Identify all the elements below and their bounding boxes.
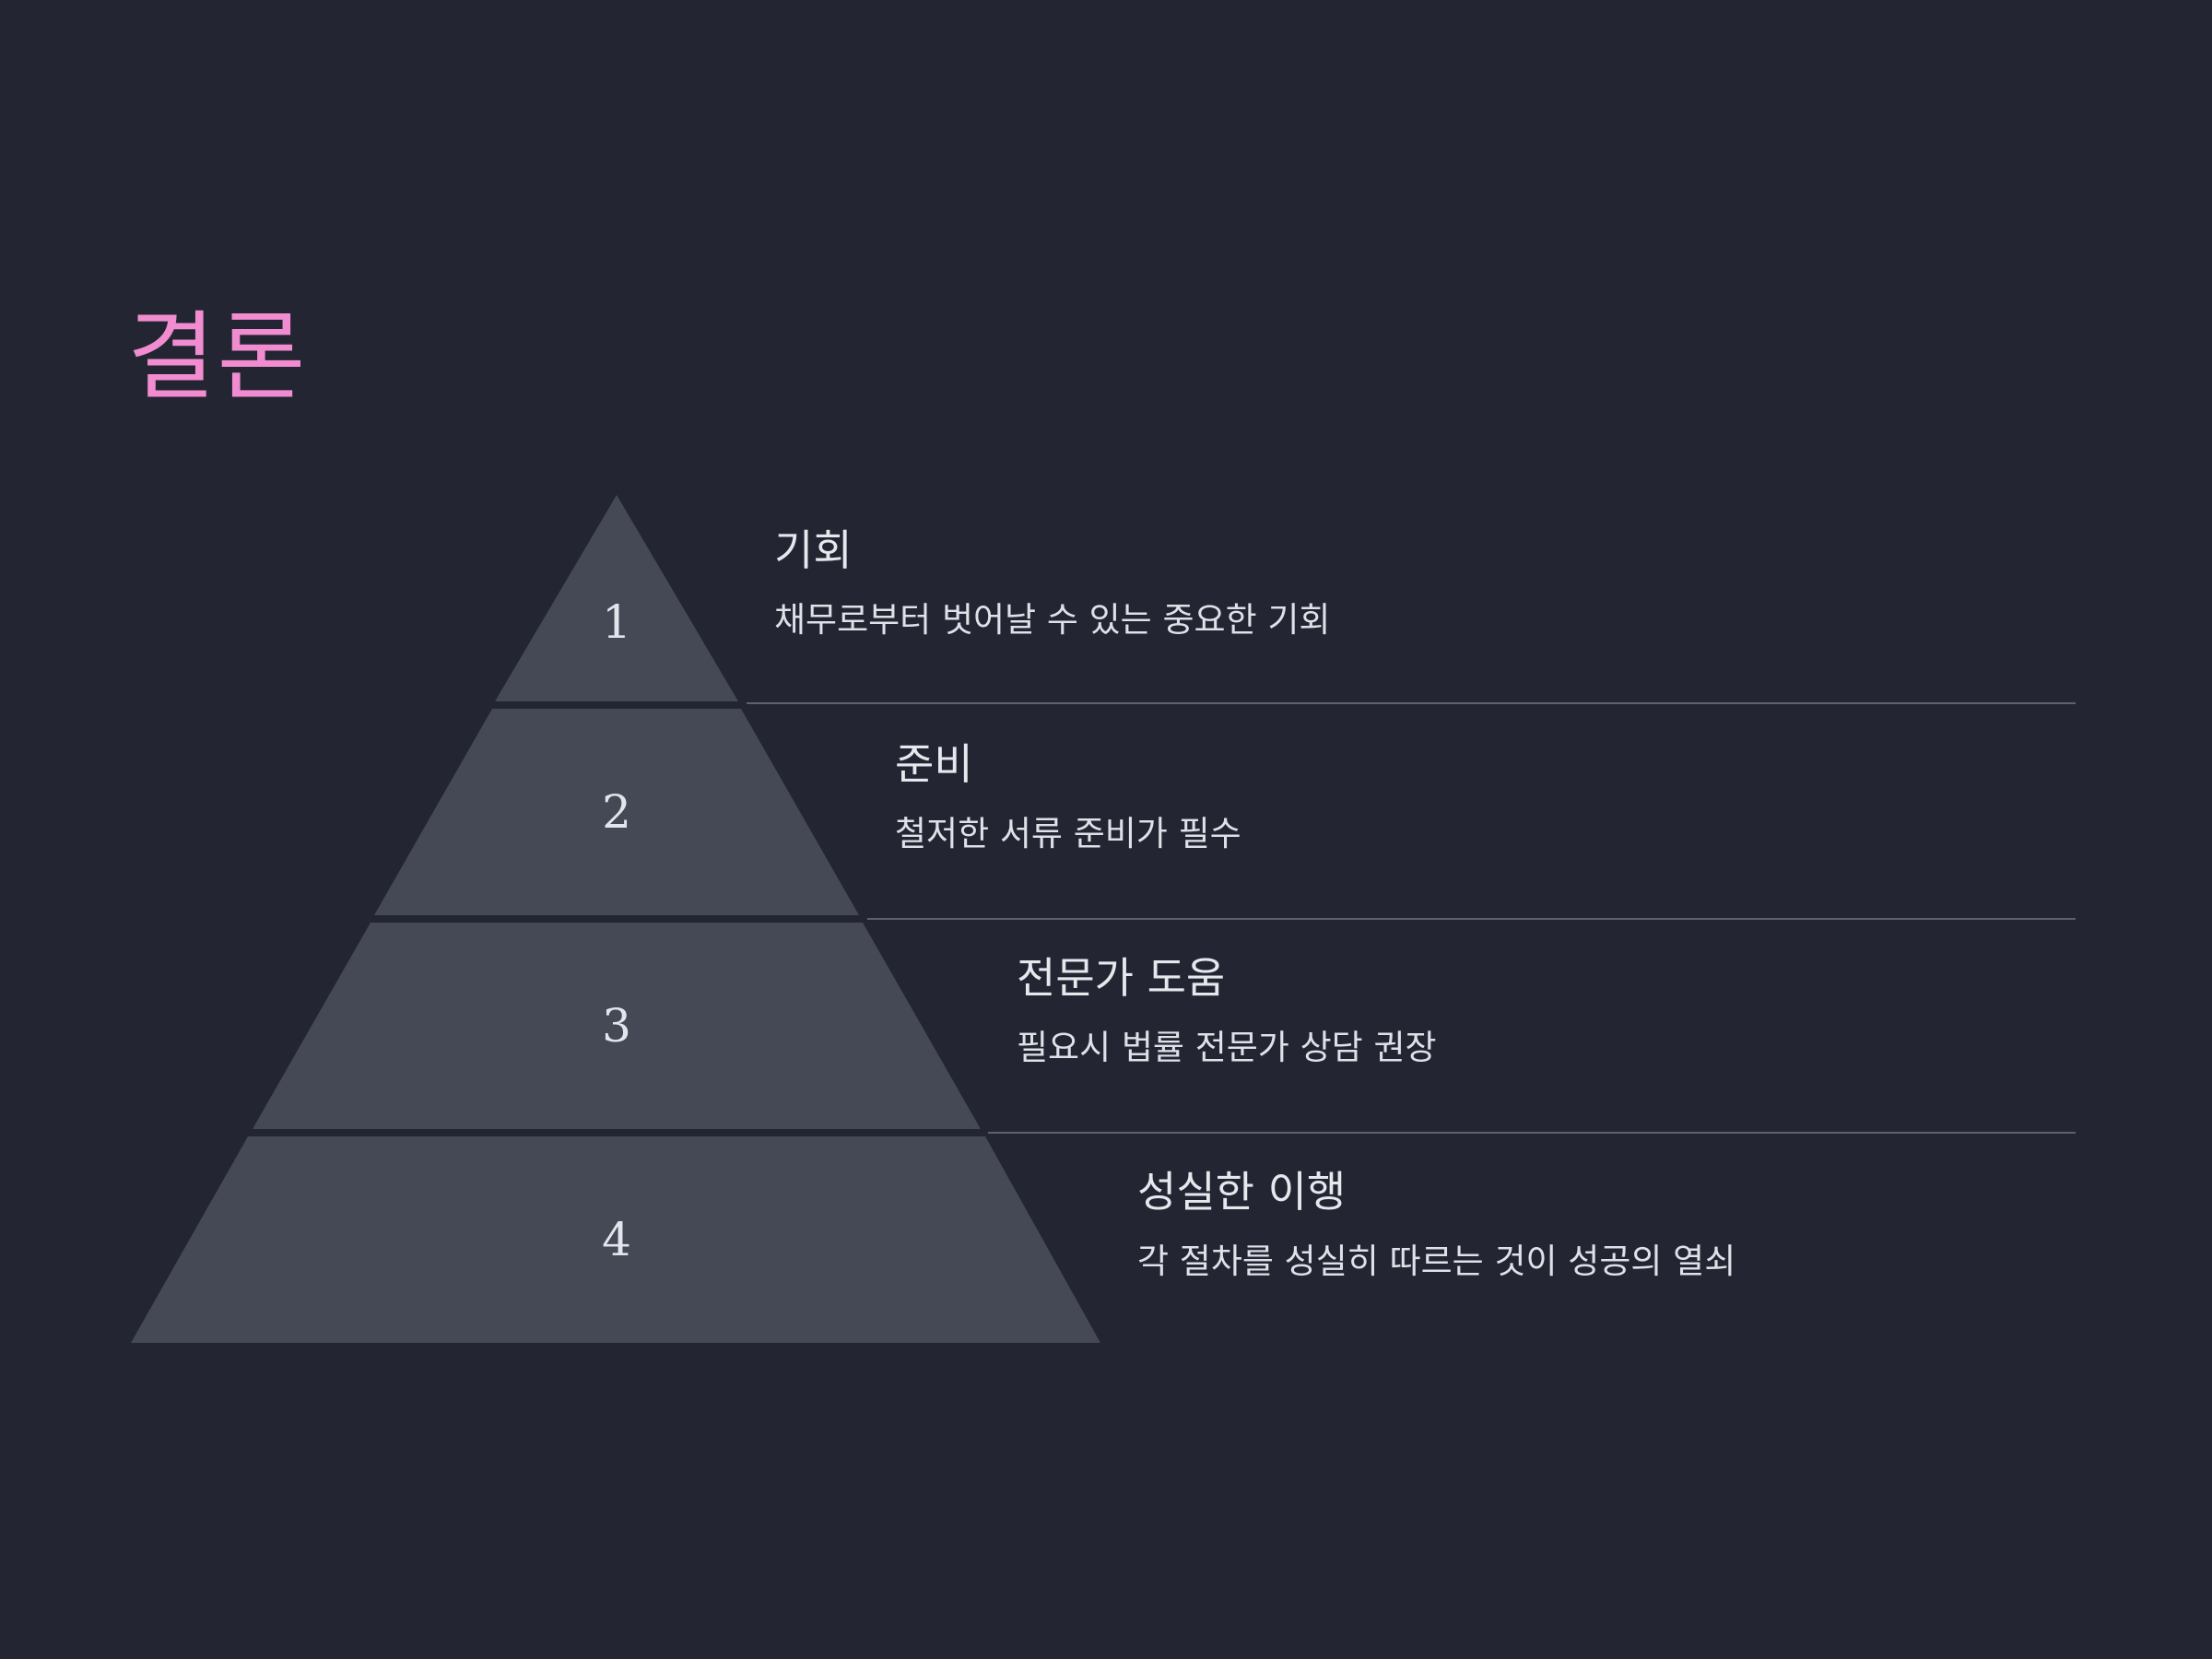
tier-1-description: 채무로부터 벗어날 수 있는 중요한 기회 <box>774 600 1331 641</box>
tier-number-4: 4 <box>602 1213 631 1266</box>
tier-number-3: 3 <box>602 999 631 1053</box>
tier-2-text: 준비 철저한 서류 준비가 필수 <box>895 739 1241 855</box>
pyramid-tier-2 <box>374 709 859 915</box>
tier-3-heading: 전문가 도움 <box>1017 953 1226 1003</box>
tier-4-heading: 성실한 이행 <box>1137 1167 1347 1217</box>
tier-number-2: 2 <box>602 785 631 839</box>
tier-3-description: 필요시 법률 전문가 상담 권장 <box>1017 1028 1437 1068</box>
pyramid-tier-3 <box>253 923 981 1129</box>
tier-2-description: 철저한 서류 준비가 필수 <box>895 814 1241 854</box>
tier-4-text: 성실한 이행 각 절차를 성실히 따르는 것이 성공의 열쇠 <box>1137 1167 1735 1283</box>
tier-number-1: 1 <box>602 595 631 649</box>
tier-1-text: 기회 채무로부터 벗어날 수 있는 중요한 기회 <box>774 525 1330 641</box>
pyramid-tier-1 <box>495 495 738 701</box>
tier-3-text: 전문가 도움 필요시 법률 전문가 상담 권장 <box>1017 953 1437 1069</box>
tier-1-heading: 기회 <box>774 525 853 575</box>
page-title: 결론 <box>127 300 308 413</box>
pyramid-tier-4 <box>131 1136 1100 1343</box>
tier-2-heading: 준비 <box>895 739 973 789</box>
tier-4-description: 각 절차를 성실히 따르는 것이 성공의 열쇠 <box>1137 1241 1736 1282</box>
